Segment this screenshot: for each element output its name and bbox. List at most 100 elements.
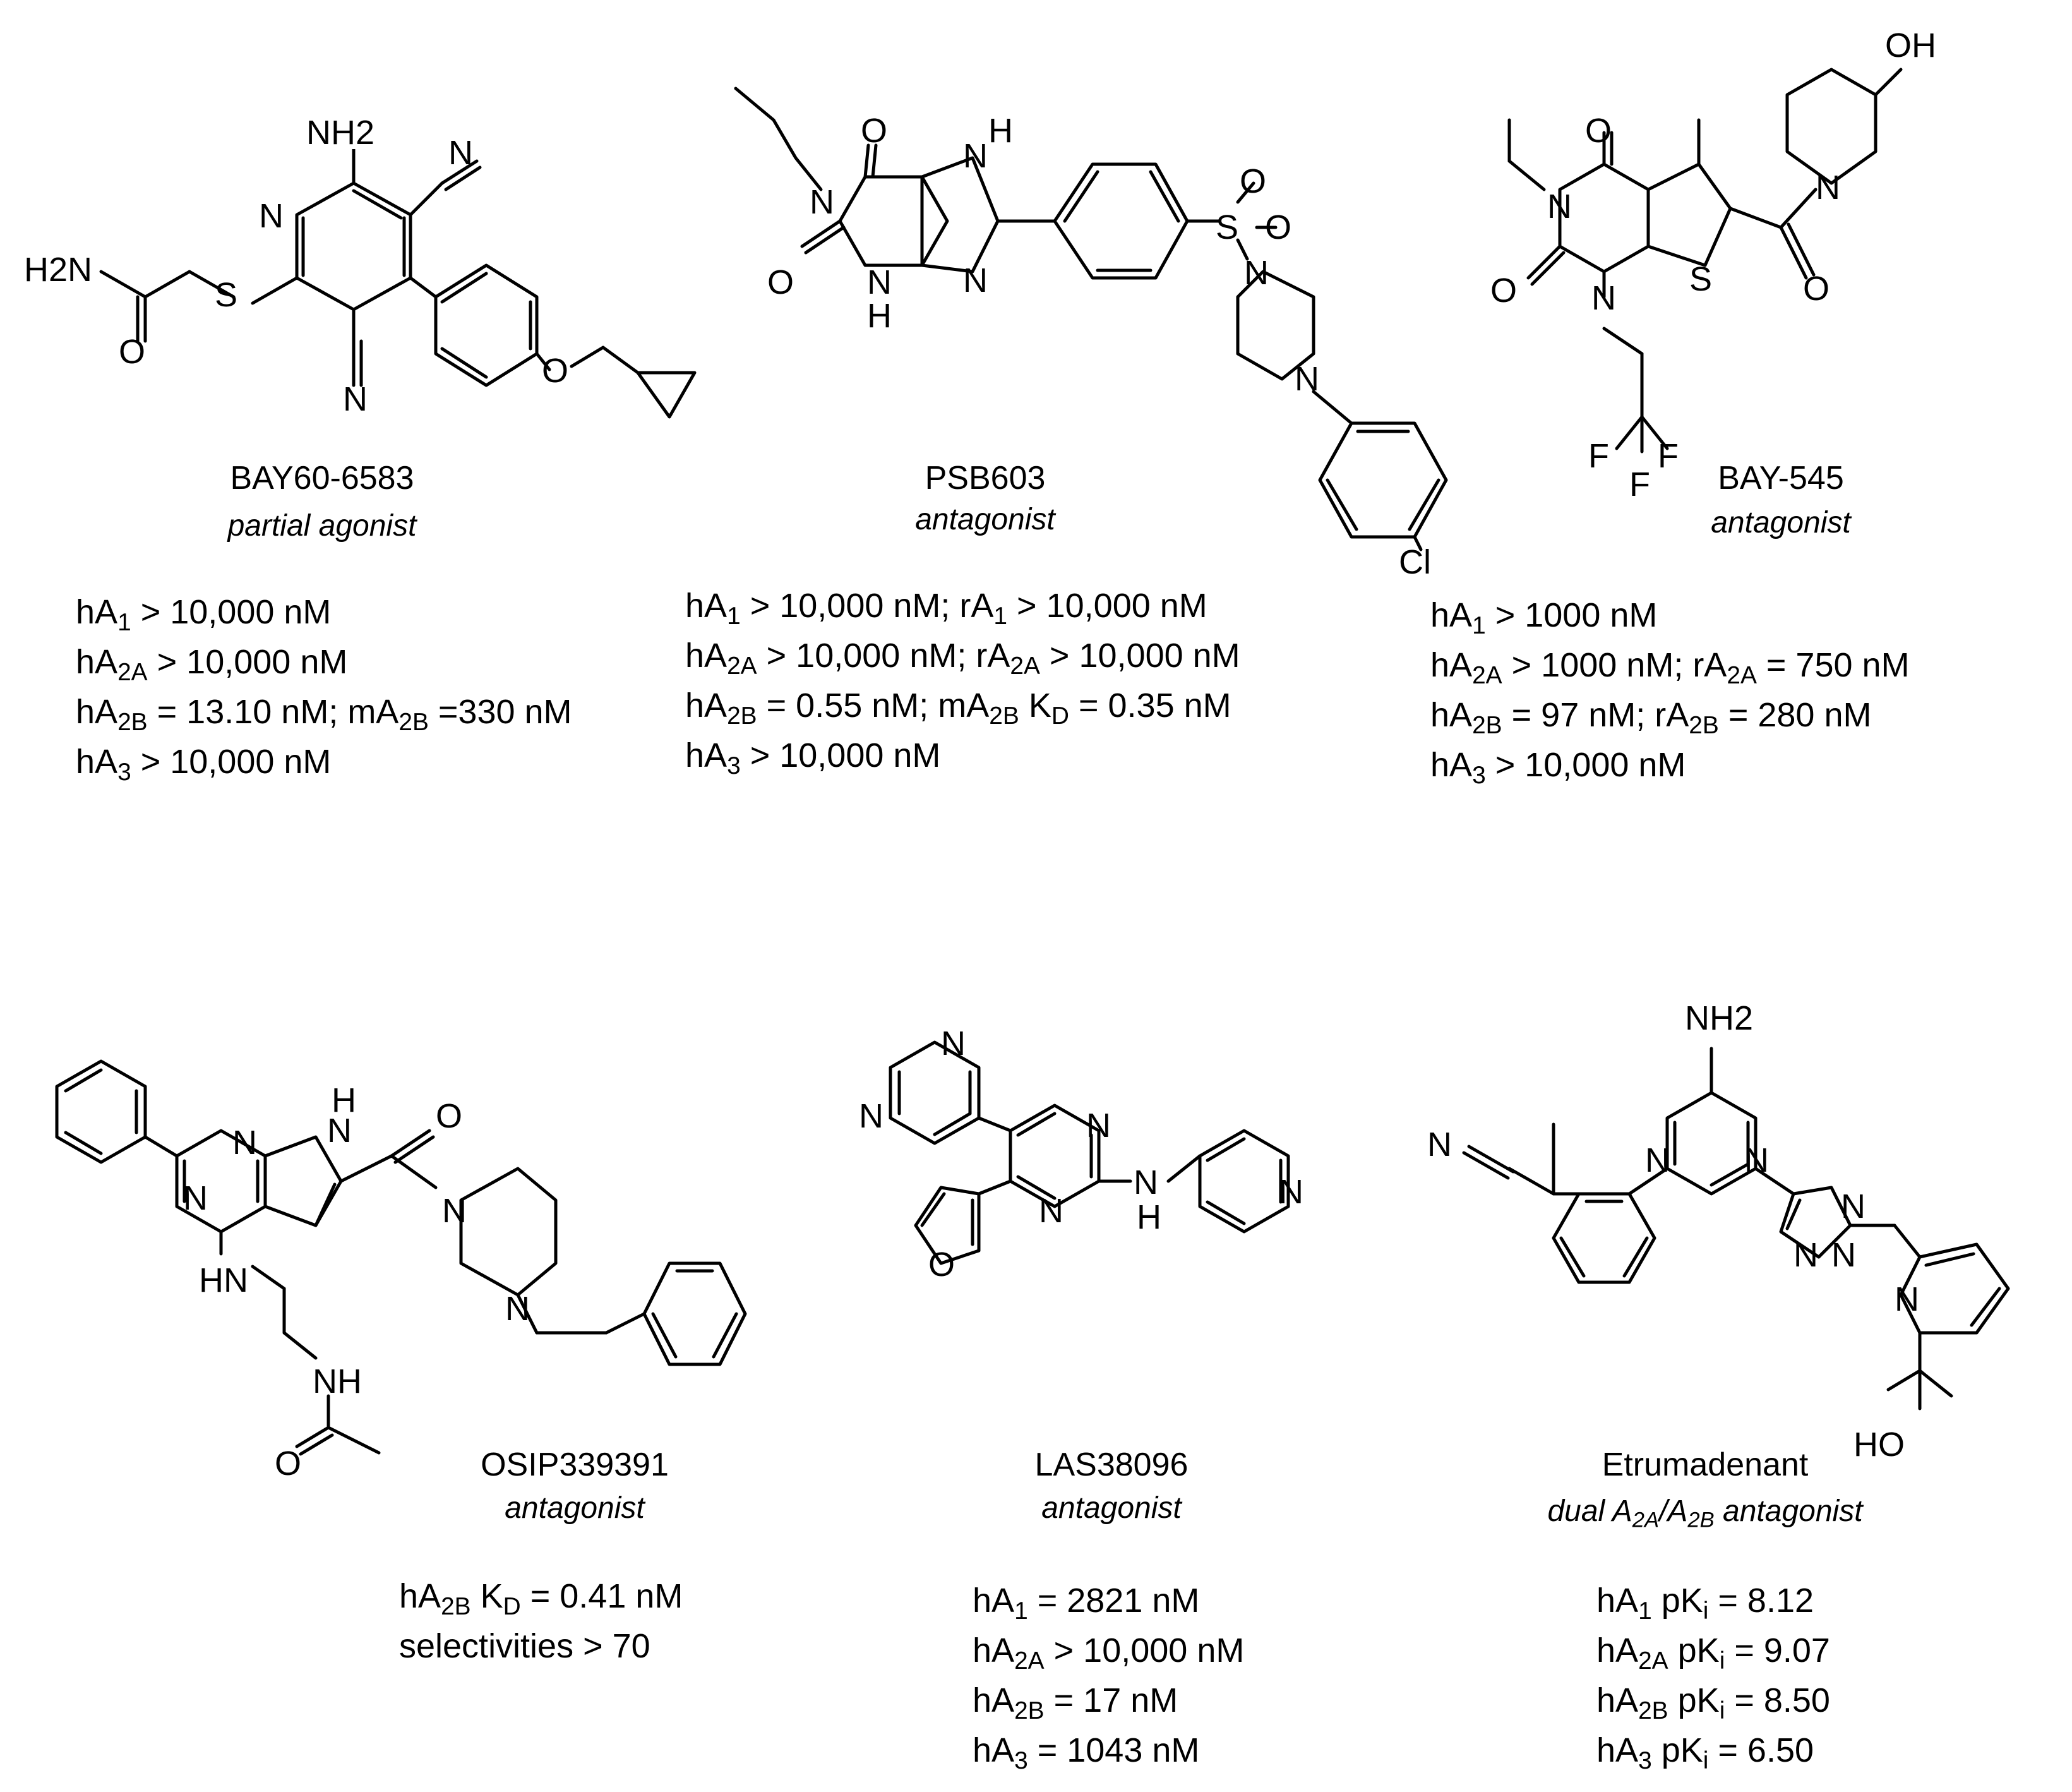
atom-n9: N — [963, 262, 988, 299]
affinity-list: hA1 > 10,000 nM hA2A > 10,000 nM hA2B = … — [76, 587, 572, 787]
atom-n1: N — [1591, 279, 1616, 317]
affinity-list: hA1 pKi = 8.12 hA2A pKi = 9.07 hA2B pKi … — [1596, 1576, 1830, 1776]
atom-sulfur: S — [215, 276, 237, 314]
compound-role: antagonist — [1041, 1491, 1182, 1525]
atom-piperazine-n2: N — [505, 1290, 530, 1328]
affinity-row: hA3 pKi = 6.50 — [1596, 1731, 1814, 1774]
atom-n3: N — [867, 263, 892, 301]
atom-nitrile-n1: N — [448, 134, 473, 172]
atom-acetamide-nh: NH — [313, 1362, 362, 1400]
atom-nitrile-n2: N — [343, 380, 368, 418]
structure-las38096: N N N N O N H N — [859, 1025, 1303, 1284]
compound-name: OSIP339391 — [481, 1446, 669, 1483]
atom-pyrimidine-n3: N — [1744, 1141, 1769, 1179]
atom-sulfonyl-s: S — [1216, 208, 1238, 246]
atom-hydroxyl: HO — [1853, 1426, 1905, 1464]
affinity-row: hA2A > 10,000 nM; rA2A > 10,000 nM — [685, 637, 1240, 680]
affinity-row: hA2A > 10,000 nM — [973, 1632, 1245, 1675]
affinity-row: hA2A pKi = 9.07 — [1596, 1632, 1830, 1675]
affinity-row: hA1 pKi = 8.12 — [1596, 1582, 1814, 1625]
atom-n3: N — [1547, 188, 1572, 226]
affinity-row: hA3 > 10,000 nM — [76, 743, 332, 786]
atom-o4: O — [1585, 112, 1612, 150]
structure-bay-545: O N O N S O N OH F F F — [1490, 27, 1936, 503]
atom-o2: O — [767, 263, 794, 301]
compound-name: PSB603 — [925, 460, 1046, 496]
atom-hydroxyl: OH — [1885, 27, 1936, 64]
atom-nitrile-n: N — [1427, 1126, 1452, 1164]
affinity-list: hA1 > 10,000 nM; rA1 > 10,000 nM hA2A > … — [685, 581, 1240, 781]
structure-psb603: O N O N H N H N S O O N N Cl — [734, 87, 1448, 581]
atom-piperazine-n2: N — [1295, 360, 1319, 398]
atom-pyridine-n: N — [259, 197, 284, 235]
atom-h7: H — [988, 112, 1013, 150]
affinity-row: hA2A > 1000 nM; rA2A = 750 nM — [1430, 646, 1910, 689]
affinity-row: hA2B = 13.10 nM; mA2B =330 nM — [76, 693, 572, 736]
affinity-row: hA1 > 10,000 nM — [76, 593, 332, 636]
atom-piperidine-n: N — [1816, 169, 1840, 207]
atom-amine: NH2 — [306, 114, 374, 152]
atom-f1: F — [1588, 437, 1609, 475]
compound-name: BAY60-6583 — [230, 460, 414, 496]
affinity-row: hA3 = 1043 nM — [973, 1731, 1200, 1774]
atom-pyrimidine-n2: N — [941, 1025, 966, 1062]
affinity-row: hA1 = 2821 nM — [973, 1582, 1200, 1625]
affinity-row: hA1 > 10,000 nM; rA1 > 10,000 nM — [685, 587, 1207, 630]
affinity-row: hA3 > 10,000 nM — [1430, 746, 1686, 789]
atom-sulfonyl-o1: O — [1240, 162, 1266, 200]
affinity-row: hA2B = 17 nM — [973, 1681, 1178, 1724]
atom-amide-n: H2N — [24, 251, 92, 289]
affinity-list: hA2B KD = 0.41 nM selectivities > 70 — [399, 1572, 683, 1671]
atom-thiophene-s: S — [1689, 260, 1712, 298]
compound-role: antagonist — [1711, 506, 1851, 539]
atom-n7: N — [327, 1112, 352, 1150]
atom-amine: NH2 — [1685, 999, 1753, 1037]
atom-pyrimidine-n1: N — [859, 1097, 883, 1135]
compound-name: Etrumadenant — [1602, 1446, 1809, 1483]
atom-o2: O — [1490, 272, 1517, 310]
compound-role: antagonist — [915, 503, 1055, 536]
atom-carbonyl-o: O — [119, 333, 145, 371]
atom-piperazine-n1: N — [1244, 254, 1269, 292]
compound-role: antagonist — [505, 1491, 645, 1525]
atom-n3: N — [183, 1179, 208, 1217]
structure-osip339391: N N H N O N N HN NH O — [55, 1059, 747, 1482]
atom-amide-o: O — [1803, 270, 1829, 308]
atom-pyridine-n: N — [1279, 1173, 1303, 1211]
atom-furan-o: O — [928, 1246, 955, 1284]
atom-triazole-n2: N — [1794, 1236, 1818, 1274]
affinity-row: hA2B pKi = 8.50 — [1596, 1681, 1830, 1724]
compound-name: BAY-545 — [1718, 460, 1844, 496]
atom-h7: H — [332, 1081, 356, 1119]
affinity-row: hA3 > 10,000 nM — [685, 737, 941, 779]
affinity-row: hA2B KD = 0.41 nM — [399, 1577, 683, 1620]
atom-n1: N — [810, 183, 834, 221]
affinity-row: selectivities > 70 — [399, 1627, 650, 1665]
atom-triazole-n1: N — [1841, 1188, 1865, 1225]
atom-amine-h: H — [1137, 1198, 1161, 1236]
affinity-row: hA2A > 10,000 nM — [76, 643, 348, 686]
affinity-list: hA1 > 1000 nM hA2A > 1000 nM; rA2A = 750… — [1430, 591, 1910, 790]
affinity-list: hA1 = 2821 nM hA2A > 10,000 nM hA2B = 17… — [973, 1576, 1244, 1776]
compound-role: dual A2A/A2B antagonist — [1547, 1494, 1863, 1532]
atom-amino-nh: HN — [199, 1261, 248, 1299]
atom-n7: N — [963, 137, 988, 175]
atom-core-n1: N — [1086, 1107, 1111, 1145]
affinity-row: hA1 > 1000 nM — [1430, 596, 1658, 639]
structure-bay60-6583: NH2 H2N N S O N N O — [24, 114, 697, 419]
atom-sulfonyl-o2: O — [1265, 208, 1291, 246]
compound-role: partial agonist — [227, 509, 417, 543]
atom-f3: F — [1629, 466, 1650, 503]
atom-pyrimidine-n1: N — [1645, 1141, 1670, 1179]
atom-chlorine: Cl — [1399, 543, 1431, 581]
atom-amine-n: N — [1134, 1164, 1158, 1201]
affinity-row: hA2B = 0.55 nM; mA2B KD = 0.35 nM — [685, 687, 1231, 730]
atom-amide-o: O — [436, 1097, 462, 1135]
affinity-row: hA2B = 97 nM; rA2B = 280 nM — [1430, 696, 1872, 739]
compound-name: LAS38096 — [1034, 1446, 1189, 1483]
atom-piperazine-n1: N — [442, 1192, 467, 1230]
atom-pyridine-n: N — [1895, 1280, 1919, 1318]
structure-etrumadenant: NH2 N N N N N N N HO — [1427, 998, 2010, 1464]
atom-h3: H — [867, 297, 892, 335]
